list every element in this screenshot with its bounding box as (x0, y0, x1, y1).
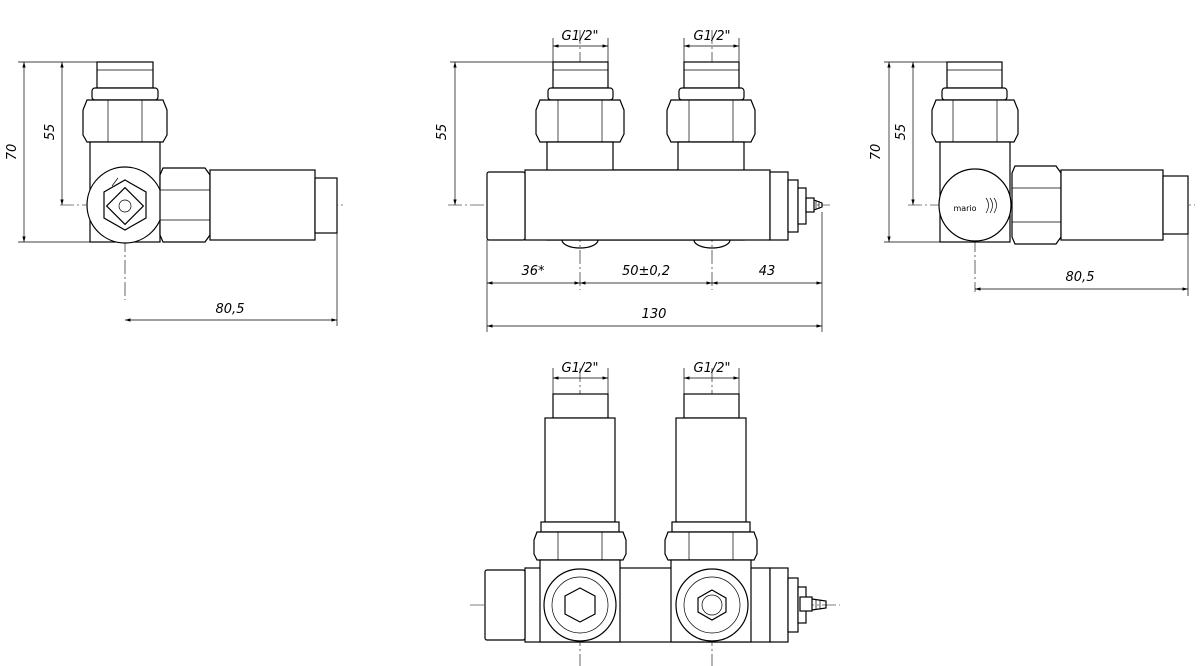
right-height-total-label: 70 (869, 144, 884, 161)
bottom-thread-right-label: G1/2" (694, 361, 731, 376)
left-height-axis-label: 55 (43, 124, 58, 141)
front-seg-left-label: 36* (521, 264, 545, 279)
right-height-axis-label: 55 (894, 124, 909, 141)
front-view: G1/2" G1/2" 55 36* 50±0,2 43 130 (435, 29, 830, 332)
front-thread-left-label: G1/2" (562, 29, 599, 44)
left-length-label: 80,5 (216, 302, 245, 317)
bottom-thread-left-label: G1/2" (562, 361, 599, 376)
brand-logo-text: mario (953, 204, 976, 213)
right-side-view: mario 70 55 80,5 (869, 61, 1195, 296)
left-side-view: 70 55 80,5 (5, 61, 345, 326)
front-thread-right-label: G1/2" (694, 29, 731, 44)
bottom-view: G1/2" G1/2" (470, 361, 840, 666)
left-height-total-label: 70 (5, 144, 20, 161)
front-seg-mid-label: 50±0,2 (622, 264, 670, 279)
front-seg-right-label: 43 (759, 264, 776, 279)
front-height-label: 55 (435, 124, 450, 141)
front-total-label: 130 (642, 307, 667, 322)
right-length-label: 80,5 (1066, 270, 1095, 285)
